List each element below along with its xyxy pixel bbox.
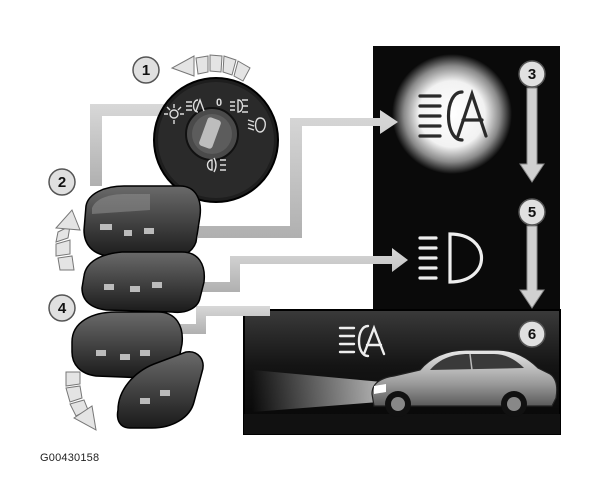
svg-text:1: 1 [142,62,150,79]
light-switch-dial: 0 [153,77,279,203]
dipped-beam-icon [247,117,266,133]
auto-headlight-icon [418,88,488,142]
svg-text:2: 2 [58,174,66,191]
svg-text:3: 3 [528,66,536,83]
auto-headlight-icon [338,324,386,358]
headlight-stalk-upper [83,185,202,260]
callout-4: 4 [48,294,76,322]
svg-text:4: 4 [58,300,67,317]
callout-5: 5 [518,198,546,226]
callout-1: 1 [132,56,160,84]
callout-3: 3 [518,60,546,88]
headlight-stalk-4 [71,311,204,429]
callout-6: 6 [518,320,546,348]
svg-text:6: 6 [528,326,536,343]
svg-text:5: 5 [528,204,536,221]
pull-arrow-bottom [65,371,97,431]
sequence-arrows [519,87,545,309]
sidelight-icon [164,104,184,124]
off-position-label: 0 [216,97,222,109]
figure-code: G00430158 [40,452,100,464]
headlight-stalk-lower [81,251,206,314]
main-beam-icon [418,232,484,284]
parking-light-icon [230,99,248,113]
fog-light-icon [206,157,226,173]
callout-2: 2 [48,168,76,196]
glow [392,54,512,174]
auto-headlight-icon [186,97,205,113]
push-arrow-left [54,209,81,271]
rotate-arrow-top [170,54,251,82]
car-illustration [371,349,558,417]
